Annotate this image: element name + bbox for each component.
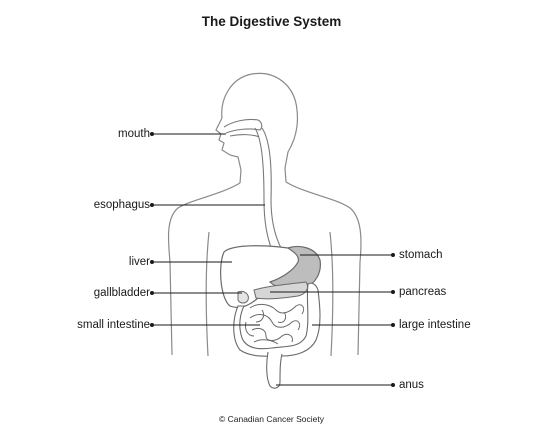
label-esophagus: esophagus	[93, 199, 150, 211]
dot-large-intestine	[391, 323, 395, 327]
face-outline	[215, 117, 242, 184]
gallbladder-shape	[237, 291, 249, 304]
label-small-intestine: small intestine	[77, 319, 150, 331]
dot-gallbladder	[150, 291, 154, 295]
dot-mouth	[150, 132, 154, 136]
rectum-shape	[266, 351, 283, 389]
label-mouth: mouth	[118, 128, 150, 140]
body-silhouette	[167, 72, 362, 357]
copyright-credit: © Canadian Cancer Society	[218, 414, 324, 424]
left-shoulder-outline	[167, 182, 241, 356]
diagram-title: The Digestive System	[201, 14, 342, 29]
label-stomach: stomach	[399, 249, 443, 261]
label-gallbladder: gallbladder	[93, 287, 150, 299]
dot-esophagus	[150, 203, 154, 207]
small-intestine-coils	[245, 303, 305, 345]
esophagus-tube	[254, 127, 282, 251]
head-outline	[221, 72, 299, 183]
label-anus: anus	[399, 379, 424, 391]
mouth-cavity	[223, 118, 263, 138]
label-large-intestine: large intestine	[399, 319, 471, 331]
leader-dots	[150, 132, 395, 387]
left-arm-inner	[205, 231, 210, 357]
dot-anus	[391, 383, 395, 387]
label-pancreas: pancreas	[399, 286, 447, 298]
label-liver: liver	[128, 256, 150, 268]
right-arm-inner	[329, 231, 334, 357]
dot-small-intestine	[150, 323, 154, 327]
large-intestine-shape	[233, 282, 321, 357]
dot-stomach	[391, 253, 395, 257]
pancreas-shape	[253, 281, 309, 300]
dot-liver	[150, 260, 154, 264]
dot-pancreas	[391, 290, 395, 294]
right-shoulder-outline	[285, 181, 362, 356]
leader-lines	[153, 133, 392, 386]
